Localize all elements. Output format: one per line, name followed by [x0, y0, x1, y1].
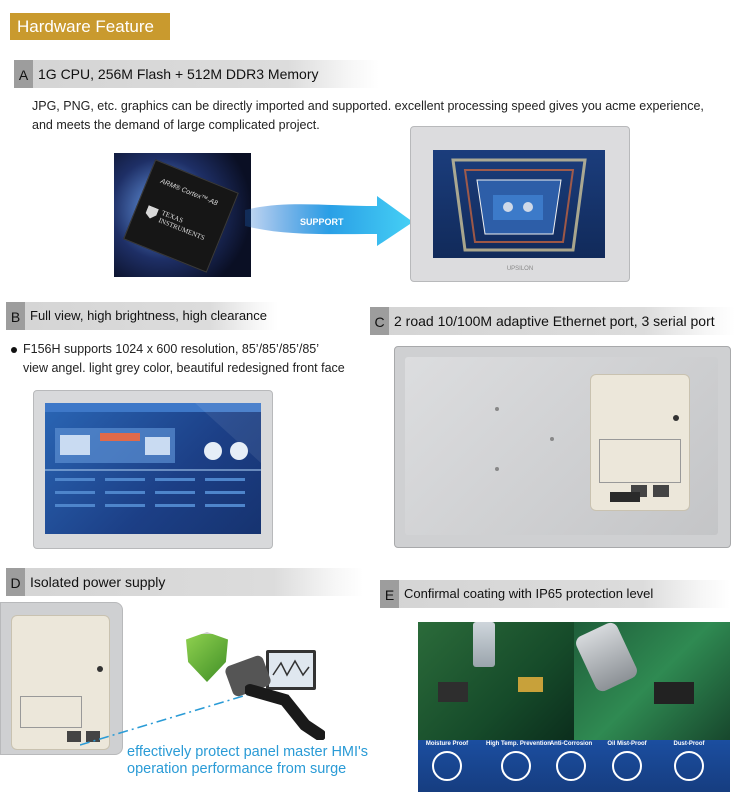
monitor-icon — [266, 650, 316, 690]
section-b-description: F156H supports 1024 x 600 resolution, 85… — [23, 340, 368, 378]
anti-corrosion-label: Anti-Corrosion — [549, 741, 593, 747]
ethernet-port-2-icon — [653, 485, 669, 497]
high-temp-label: High Temp. Prevention — [486, 741, 551, 747]
surge-caption-line2: operation performance from surge — [127, 761, 347, 777]
protection-strip: Moisture Proof High Temp. Prevention Ant… — [418, 740, 730, 792]
hardware-feature-banner: Hardware Feature — [10, 13, 170, 40]
section-a-description: JPG, PNG, etc. graphics can be directly … — [32, 99, 704, 132]
section-d-header: D Isolated power supply — [6, 568, 363, 596]
oil-drop-icon — [612, 751, 642, 781]
screw-hole-1 — [495, 407, 499, 411]
ethernet-port-d1-icon — [67, 731, 81, 742]
section-c-header: C 2 road 10/100M adaptive Ethernet port,… — [370, 307, 735, 335]
screw-hole-2 — [495, 467, 499, 471]
water-drop-icon — [432, 751, 462, 781]
hmi-front-panel-a: UPSILON — [410, 126, 630, 282]
chip-component-3 — [654, 682, 694, 704]
section-e-letter: E — [380, 580, 399, 608]
section-b-line2: view angel. light grey color, beautiful … — [23, 361, 345, 375]
support-label: SUPPORT — [300, 217, 344, 227]
oil-mist-label: Oil Mist-Proof — [607, 741, 647, 747]
ethernet-port-d2-icon — [86, 731, 100, 742]
section-d-title: Isolated power supply — [30, 574, 166, 590]
section-a-header: A 1G CPU, 256M Flash + 512M DDR3 Memory — [14, 60, 379, 88]
test-tube-icon — [556, 751, 586, 781]
surge-caption: effectively protect panel master HMI's o… — [127, 744, 368, 778]
label-hole-d — [97, 666, 103, 672]
rear-label-plate-d — [11, 615, 110, 750]
spray-nozzle-icon — [473, 622, 495, 667]
spec-table — [599, 439, 681, 483]
hmi-screen-b — [45, 403, 261, 534]
chip-body: ARM® Cortex™-A8 TEXAS INSTRUMENTS — [123, 159, 239, 273]
cable-icon — [245, 684, 325, 740]
serial-port-icon — [610, 492, 640, 502]
section-a-title: 1G CPU, 256M Flash + 512M DDR3 Memory — [38, 66, 319, 82]
spec-table-d — [20, 696, 82, 728]
chip-model-text: ARM® Cortex™-A8 — [159, 178, 219, 208]
thermometer-icon — [501, 751, 531, 781]
panel-a-brand: UPSILON — [506, 266, 534, 272]
chip-component-1 — [438, 682, 468, 702]
section-e-header: E Confirmal coating with IP65 protection… — [380, 580, 730, 608]
hmi-front-panel-b — [33, 390, 273, 549]
dust-proof-label: Dust-Proof — [673, 741, 705, 747]
section-a-letter: A — [14, 60, 33, 88]
section-b-header: B Full view, high brightness, high clear… — [6, 302, 278, 330]
section-c-title: 2 road 10/100M adaptive Ethernet port, 3… — [394, 313, 715, 329]
dust-lines-icon — [674, 751, 704, 781]
chip-component-2 — [518, 677, 543, 692]
spray-can-icon — [573, 622, 640, 694]
surge-connector-line — [80, 687, 271, 746]
section-c-letter: C — [370, 307, 389, 335]
hmi-screen-a-graphic — [451, 158, 587, 252]
bullet-icon — [11, 347, 17, 353]
shield-icon — [186, 632, 228, 682]
pcb-left — [418, 622, 574, 742]
label-hole — [673, 415, 679, 421]
moisture-proof-label: Moisture Proof — [425, 741, 469, 747]
cpu-chip-image: ARM® Cortex™-A8 TEXAS INSTRUMENTS — [114, 153, 251, 277]
rear-label-plate — [590, 374, 690, 511]
hmi-screen-a — [433, 150, 605, 258]
hmi-screen-b-graphic — [45, 403, 261, 507]
section-e-title: Confirmal coating with IP65 protection l… — [404, 586, 654, 601]
hmi-rear-panel-d — [0, 602, 123, 755]
ti-logo-icon — [144, 205, 159, 220]
section-b-line1: F156H supports 1024 x 600 resolution, 85… — [23, 342, 320, 356]
hmi-rear-panel-c — [394, 346, 731, 548]
chip-brand-text: TEXAS INSTRUMENTS — [157, 209, 208, 242]
support-arrow: SUPPORT — [245, 196, 413, 246]
section-d-letter: D — [6, 568, 25, 596]
section-b-title: Full view, high brightness, high clearan… — [30, 308, 268, 323]
section-b-letter: B — [6, 302, 25, 330]
screw-hole-3 — [550, 437, 554, 441]
surge-caption-line1: effectively protect panel master HMI's — [127, 744, 369, 760]
pcb-right — [573, 622, 730, 742]
coating-photo: Moisture Proof High Temp. Prevention Ant… — [418, 622, 730, 792]
